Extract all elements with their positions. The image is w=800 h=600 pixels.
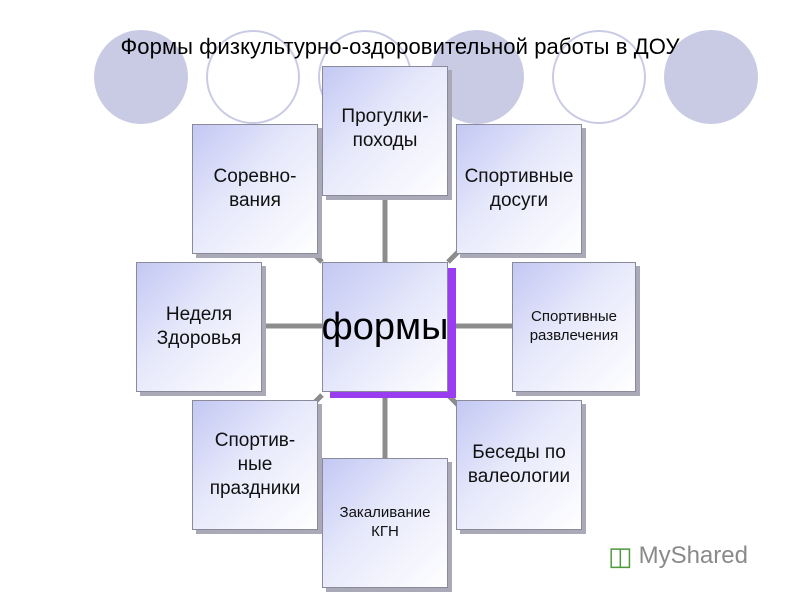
node-label: Спортив- ные праздники: [209, 430, 301, 499]
node-sportivnye-dosugi: Спортивные досуги: [456, 124, 582, 254]
node-label: Спортивные развлечения: [529, 308, 619, 344]
center-label: формы: [321, 305, 449, 348]
node-label: Прогулки- походы: [341, 106, 429, 151]
decor-circle-6: [664, 30, 758, 124]
decor-circle-5: [552, 30, 646, 124]
node-progulki-pohody: Прогулки- походы: [322, 66, 448, 196]
node-label: Беседы по валеологии: [467, 442, 571, 487]
myshared-watermark: ◫ MyShared: [608, 538, 748, 574]
center-node-formy: формы: [321, 262, 449, 392]
myshared-logo-icon: ◫: [608, 540, 633, 571]
decor-circle-1: [94, 30, 188, 124]
node-label: Соревно- вания: [213, 166, 297, 211]
watermark-text: MyShared: [638, 542, 748, 569]
node-sportivnye-razvlecheniya: Спортивные развлечения: [512, 262, 636, 392]
node-zakalivanie-kgn: Закаливание КГН: [322, 458, 448, 588]
decor-circle-2: [206, 30, 300, 124]
node-label: Спортивные досуги: [464, 166, 574, 211]
page-title: Формы физкультурно-оздоровительной работ…: [120, 34, 680, 59]
node-nedelya-zdorovya: Неделя Здоровья: [136, 262, 262, 392]
node-sportivnye-prazdniki: Спортив- ные праздники: [192, 400, 318, 530]
node-besedy-valeologii: Беседы по валеологии: [456, 400, 582, 530]
node-sorevnovaniya: Соревно- вания: [192, 124, 318, 254]
node-label: Закаливание КГН: [339, 504, 431, 540]
node-label: Неделя Здоровья: [156, 304, 242, 349]
